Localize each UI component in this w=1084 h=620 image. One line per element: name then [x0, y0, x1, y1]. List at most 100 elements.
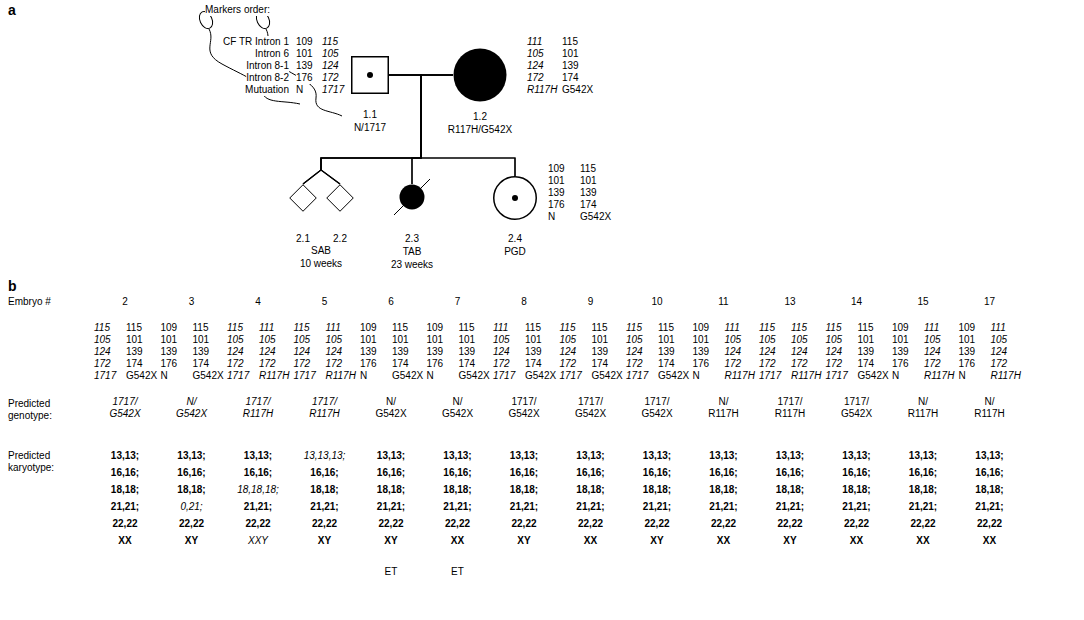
haplotype-allele: 124: [493, 346, 510, 358]
marker-name: Mutuation: [245, 84, 289, 96]
haplotype-allele: 105: [322, 48, 339, 60]
predicted-genotype: 1717/ G542X: [638, 396, 676, 420]
carrier-female-circle: 2.4PGD: [493, 176, 537, 220]
predicted-karyotype: 22,22: [312, 518, 337, 530]
predicted-karyotype: XY: [783, 535, 796, 547]
haplotype-allele: 101: [562, 48, 579, 60]
predicted-karyotype: 13,13;: [510, 450, 538, 462]
haplotype-allele: 111: [259, 322, 274, 334]
predicted-karyotype: 22,22: [644, 518, 669, 530]
embryo-number: 15: [917, 296, 928, 308]
haplotype-allele: 101: [126, 334, 143, 346]
haplotype-allele: G542X: [392, 370, 423, 382]
marker-name: CF TR Intron 1: [223, 36, 289, 48]
haplotype-allele: 124: [725, 346, 742, 358]
haplotype-allele: 172: [626, 358, 643, 370]
haplotype-allele: 115: [459, 322, 475, 334]
haplotype-allele: 1717: [626, 370, 648, 382]
haplotype-allele: R117H: [326, 370, 356, 382]
individual-note: PGD: [504, 245, 526, 258]
haplotype-allele: 115: [126, 322, 142, 334]
haplotype-allele: 172: [94, 358, 111, 370]
haplotype-allele: G542X: [658, 370, 689, 382]
haplotype-allele: 139: [296, 60, 313, 72]
predicted-karyotype: 16,16;: [842, 467, 870, 479]
predicted-karyotype: 22,22: [777, 518, 802, 530]
predicted-karyotype: 13,13;: [443, 450, 471, 462]
haplotype-allele: 139: [392, 346, 409, 358]
haplotype-allele: 115: [759, 322, 775, 334]
haplotype-allele: 176: [693, 358, 710, 370]
transfer-mark: ET: [385, 566, 398, 578]
individual-note: 23 weeks: [391, 258, 433, 271]
haplotype-allele: 101: [296, 48, 313, 60]
predicted-genotype: N/ G542X: [173, 396, 211, 420]
predicted-karyotype: 18,18;: [643, 484, 671, 496]
haplotype-allele: 109: [693, 322, 710, 334]
predicted-karyotype: 22,22: [511, 518, 536, 530]
predicted-karyotype: 21,21;: [842, 501, 870, 513]
haplotype-allele: 101: [959, 334, 976, 346]
haplotype-allele: 176: [959, 358, 976, 370]
haplotype-allele: 101: [892, 334, 909, 346]
haplotype-allele: 139: [548, 187, 565, 199]
predicted-karyotype: 21,21;: [111, 501, 139, 513]
predicted-karyotype: 18,18;: [576, 484, 604, 496]
haplotype-allele: 174: [193, 358, 210, 370]
panel-letter: a: [8, 2, 16, 18]
predicted-karyotype: XX: [916, 535, 929, 547]
predicted-karyotype: 22,22: [179, 518, 204, 530]
predicted-karyotype: 22,22: [578, 518, 603, 530]
predicted-karyotype: XX: [118, 535, 131, 547]
haplotype-allele: 174: [525, 358, 542, 370]
haplotype-allele: 124: [322, 60, 339, 72]
haplotype-allele: 124: [759, 346, 776, 358]
predicted-karyotype: 13,13;: [111, 450, 139, 462]
haplotype-allele: 105: [326, 334, 343, 346]
haplotype-allele: 115: [826, 322, 842, 334]
pregnancy-diamond: 2.2: [326, 184, 354, 212]
predicted-karyotype: 18,18;: [776, 484, 804, 496]
embryo-number: 17: [984, 296, 995, 308]
predicted-karyotype: 13,13;: [377, 450, 405, 462]
embryo-number: 13: [784, 296, 795, 308]
haplotype-allele: 124: [259, 346, 276, 358]
predicted-karyotype: 21,21;: [377, 501, 405, 513]
haplotype-allele: 172: [527, 72, 544, 84]
predicted-karyotype: XX: [584, 535, 597, 547]
predicted-karyotype: 18,18;: [709, 484, 737, 496]
predicted-genotype: 1717/ G542X: [572, 396, 610, 420]
individual-note: TAB: [391, 245, 433, 258]
predicted-karyotype: 18,18;: [975, 484, 1003, 496]
predicted-karyotype: 21,21;: [643, 501, 671, 513]
haplotype-allele: 109: [427, 322, 444, 334]
predicted-karyotype: 16,16;: [709, 467, 737, 479]
haplotype-allele: 124: [326, 346, 343, 358]
predicted-karyotype: 16,16;: [177, 467, 205, 479]
haplotype-allele: 115: [580, 163, 596, 175]
haplotype-allele: 139: [459, 346, 476, 358]
embryo-number: 3: [189, 296, 195, 308]
haplotype-allele: 115: [525, 322, 541, 334]
haplotype-allele: 174: [392, 358, 409, 370]
predicted-karyotype: 21,21;: [975, 501, 1003, 513]
predicted-genotype: 1717/ G542X: [838, 396, 876, 420]
haplotype-allele: 139: [892, 346, 909, 358]
haplotype-allele: 1717: [294, 370, 316, 382]
haplotype-allele: 124: [527, 60, 544, 72]
predicted-genotype: N/ R117H: [904, 396, 942, 420]
symbol-caption: 2.4PGD: [504, 232, 526, 258]
haplotype-allele: 172: [924, 358, 941, 370]
pregnancy-diamond: 2.1: [289, 184, 317, 212]
predicted-karyotype: XY: [318, 535, 331, 547]
haplotype-allele: 105: [626, 334, 643, 346]
haplotype-allele: 105: [227, 334, 244, 346]
haplotype-allele: 1717: [560, 370, 582, 382]
predicted-genotype: 1717/ R117H: [771, 396, 809, 420]
haplotype-allele: G542X: [580, 211, 611, 223]
predicted-karyotype: 22,22: [844, 518, 869, 530]
haplotype-allele: 176: [427, 358, 444, 370]
predicted-karyotype: 13,13;: [177, 450, 205, 462]
haplotype-allele: 115: [592, 322, 608, 334]
